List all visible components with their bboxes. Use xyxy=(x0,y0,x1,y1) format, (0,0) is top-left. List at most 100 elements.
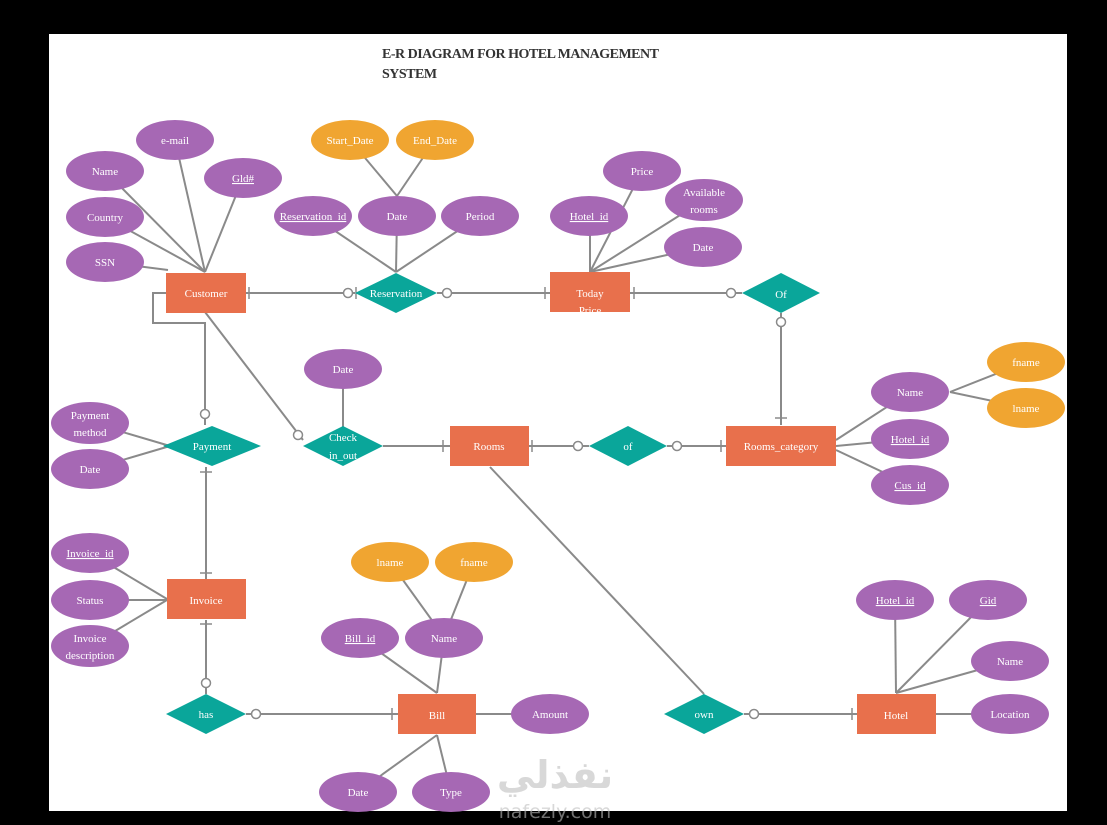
relationship-has[interactable]: has xyxy=(166,694,246,734)
attr-bill-fname[interactable]: fname xyxy=(435,542,513,582)
attr-price[interactable]: Price xyxy=(603,151,681,191)
optional-marker xyxy=(572,440,584,452)
attr-label: lname xyxy=(377,557,404,569)
optional-marker xyxy=(200,677,212,689)
watermark-arabic: نفذلي xyxy=(497,753,613,797)
attr-label: End_Date xyxy=(413,135,457,147)
attr-customer-gid[interactable]: Gld# xyxy=(204,158,282,198)
attr-bill-id[interactable]: Bill_id xyxy=(321,618,399,658)
attr-bill-name[interactable]: Name xyxy=(405,618,483,658)
entity-rooms[interactable]: Rooms xyxy=(450,426,529,466)
attr-price-date[interactable]: Date xyxy=(664,227,742,267)
attr-reservation-period[interactable]: Period xyxy=(441,196,519,236)
optional-marker xyxy=(748,708,760,720)
attr-label: Date xyxy=(387,211,408,223)
optional-marker xyxy=(775,316,787,328)
attr-reservation-date[interactable]: Date xyxy=(358,196,436,236)
relationship-of-mid[interactable]: of xyxy=(589,426,667,466)
attr-customer-name[interactable]: Name xyxy=(66,151,144,191)
watermark: نفذلي nafezly.com xyxy=(497,753,613,823)
attr-bill-lname[interactable]: lname xyxy=(351,542,429,582)
relationship-of-top[interactable]: Of xyxy=(742,273,820,313)
optional-marker xyxy=(725,287,737,299)
attr-label: Name xyxy=(431,633,457,645)
attributes: e-mail Name Gld# Country SSN Start_Date … xyxy=(51,120,1065,812)
attr-label-line2: rooms xyxy=(690,204,718,216)
attr-invoice-status[interactable]: Status xyxy=(51,580,129,620)
optional-marker xyxy=(292,429,304,441)
entity-today-price-label-line2: Price xyxy=(579,305,602,317)
entity-bill[interactable]: Bill xyxy=(398,694,476,734)
attr-checkin-date[interactable]: Date xyxy=(304,349,382,389)
entity-rooms-label: Rooms xyxy=(473,441,504,453)
edge-rooms-own xyxy=(489,466,705,695)
relationship-payment-label: Payment xyxy=(193,441,232,453)
attr-label: Status xyxy=(77,595,104,607)
attr-payment-date[interactable]: Date xyxy=(51,449,129,489)
relationship-reservation-label: Reservation xyxy=(370,288,423,300)
entity-customer-label: Customer xyxy=(185,288,228,300)
entity-hotel-label: Hotel xyxy=(884,710,908,722)
attr-hotel-gid[interactable]: Gid xyxy=(949,580,1027,620)
relationship-of-top-label: Of xyxy=(775,289,787,301)
attr-label: Country xyxy=(87,212,124,224)
attr-customer-ssn[interactable]: SSN xyxy=(66,242,144,282)
attr-label: Date xyxy=(333,364,354,376)
attr-bill-type[interactable]: Type xyxy=(412,772,490,812)
attr-customer-email[interactable]: e-mail xyxy=(136,120,214,160)
relationship-has-label: has xyxy=(199,709,214,721)
attr-label-line2: description xyxy=(66,650,115,662)
attr-bill-amount[interactable]: Amount xyxy=(511,694,589,734)
attr-label: fname xyxy=(460,557,488,569)
relationship-check-label-line1: Check xyxy=(329,432,358,444)
attr-label: Reservation_id xyxy=(280,211,347,223)
attr-hotel-name[interactable]: Name xyxy=(971,641,1049,681)
attr-label: Date xyxy=(80,464,101,476)
attr-label: Amount xyxy=(532,709,568,721)
attr-available-rooms[interactable]: Available rooms xyxy=(665,179,743,221)
attr-hotel-id[interactable]: Hotel_id xyxy=(856,580,934,620)
relationship-payment[interactable]: Payment xyxy=(163,426,261,466)
attr-category-cus-id[interactable]: Cus_id xyxy=(871,465,949,505)
entity-today-price-label-line1: Today xyxy=(576,288,604,300)
attr-payment-method[interactable]: Payment method xyxy=(51,402,129,444)
attr-label: Invoice_id xyxy=(66,548,114,560)
attr-category-fname[interactable]: fname xyxy=(987,342,1065,382)
entity-invoice[interactable]: Invoice xyxy=(167,579,246,619)
attr-invoice-id[interactable]: Invoice_id xyxy=(51,533,129,573)
attr-label-line1: Available xyxy=(683,187,725,199)
attr-label: SSN xyxy=(95,257,115,269)
attr-label: e-mail xyxy=(161,135,189,147)
attr-category-lname[interactable]: lname xyxy=(987,388,1065,428)
attr-label: fname xyxy=(1012,357,1040,369)
relationship-check-in-out[interactable]: Check in_out xyxy=(303,426,383,466)
attr-label: Name xyxy=(897,387,923,399)
attr-bill-date[interactable]: Date xyxy=(319,772,397,812)
relationship-own[interactable]: own xyxy=(664,694,744,734)
attr-label: Name xyxy=(997,656,1023,668)
attr-customer-country[interactable]: Country xyxy=(66,197,144,237)
attr-category-name[interactable]: Name xyxy=(871,372,949,412)
attr-label-line2: method xyxy=(74,427,107,439)
relationship-own-label: own xyxy=(695,709,714,721)
attr-start-date[interactable]: Start_Date xyxy=(311,120,389,160)
attr-hotel-location[interactable]: Location xyxy=(971,694,1049,734)
attr-category-hotel-id[interactable]: Hotel_id xyxy=(871,419,949,459)
entity-customer[interactable]: Customer xyxy=(166,273,246,313)
attr-end-date[interactable]: End_Date xyxy=(396,120,474,160)
attr-price-hotel-id[interactable]: Hotel_id xyxy=(550,196,628,236)
entity-today-price[interactable]: Today Price xyxy=(550,272,630,317)
attr-label: Bill_id xyxy=(345,633,376,645)
attr-label-line1: Payment xyxy=(71,410,110,422)
relationship-of-mid-label: of xyxy=(623,441,633,453)
entity-hotel[interactable]: Hotel xyxy=(857,694,936,734)
attr-reservation-id[interactable]: Reservation_id xyxy=(274,196,352,236)
optional-marker xyxy=(441,287,453,299)
relationship-reservation[interactable]: Reservation xyxy=(355,273,437,313)
optional-marker xyxy=(342,287,354,299)
entity-invoice-label: Invoice xyxy=(190,595,223,607)
attr-label: Start_Date xyxy=(326,135,373,147)
entity-rooms-category[interactable]: Rooms_category xyxy=(726,426,836,466)
